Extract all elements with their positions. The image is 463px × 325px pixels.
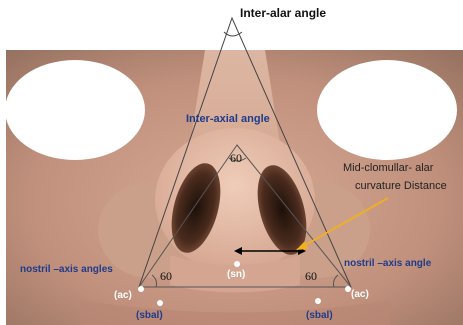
mid-columellar-label-line1: Mid-clomullar- alar xyxy=(343,162,433,174)
angle-top-value: 60 xyxy=(230,151,242,166)
sbal-left-point xyxy=(157,300,163,306)
ac-left-label: (ac) xyxy=(114,290,132,301)
nostril-axis-angles-label: nostril –axis angles xyxy=(20,264,113,275)
sbal-right-label: (sbal) xyxy=(306,310,333,321)
ac-right-label: (ac) xyxy=(351,289,369,300)
right-eye-mask xyxy=(317,60,457,160)
nostril-axis-angle-label: nostril –axis angle xyxy=(344,258,431,269)
sn-point xyxy=(234,261,240,267)
inter-axial-angle-label: Inter-axial angle xyxy=(186,113,270,125)
angle-left-value: 60 xyxy=(160,269,172,284)
sbal-left-label: (sbal) xyxy=(136,310,163,321)
left-eye-mask xyxy=(5,60,145,160)
sn-label: (sn) xyxy=(227,269,245,280)
inter-alar-angle-label: Inter-alar angle xyxy=(240,6,326,20)
mid-columellar-label-line2: curvature Distance xyxy=(355,180,447,192)
ac-left-point xyxy=(138,286,144,292)
sbal-right-point xyxy=(315,298,321,304)
angle-right-value: 60 xyxy=(305,269,317,284)
